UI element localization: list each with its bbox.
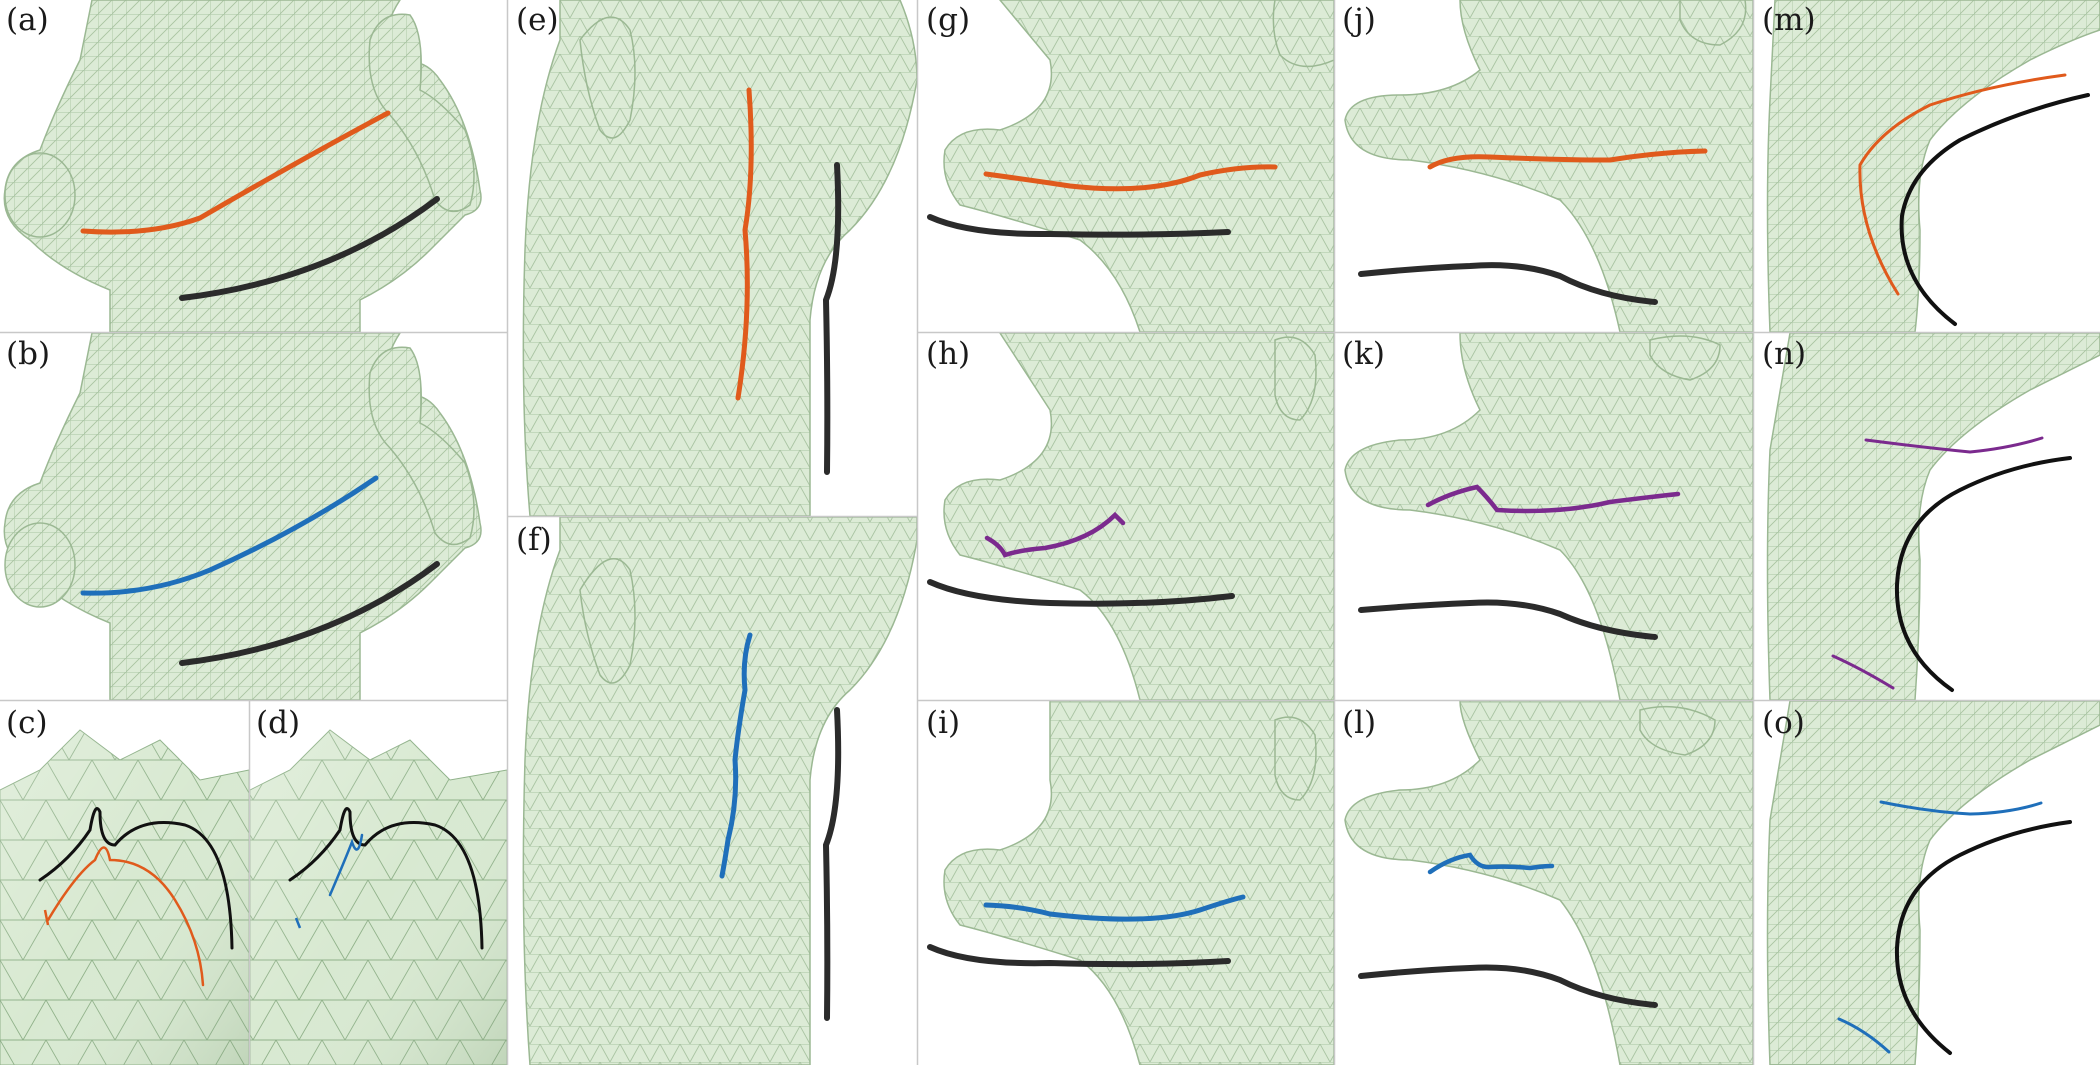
nose-tip bbox=[4, 152, 76, 238]
mesh-surface bbox=[1766, 701, 2100, 1065]
input-stroke bbox=[38, 807, 234, 950]
ear-shape bbox=[1679, 0, 1747, 46]
panel-h bbox=[927, 333, 1334, 700]
input-stroke bbox=[1894, 820, 2072, 1055]
input-stroke bbox=[1358, 262, 1658, 305]
panel-n bbox=[1766, 333, 2100, 700]
panel-label-a: (a) bbox=[6, 2, 49, 38]
terrain-shading bbox=[0, 730, 249, 1065]
panel-b bbox=[3, 333, 482, 700]
panel-c bbox=[0, 729, 249, 1065]
mesh-surface bbox=[943, 333, 1334, 700]
mesh-surface bbox=[1766, 0, 2100, 332]
panel-label-l: (l) bbox=[1342, 705, 1376, 741]
input-stroke bbox=[179, 561, 440, 666]
panel-l bbox=[1344, 701, 1753, 1065]
nose-tip bbox=[4, 522, 76, 608]
output-curve-blue bbox=[328, 833, 364, 897]
output-curve-blue bbox=[80, 475, 379, 596]
output-curve-blue-fragment bbox=[1837, 1017, 1891, 1054]
output-curve-orange bbox=[46, 846, 205, 987]
ear-shape bbox=[579, 16, 636, 139]
panel-g bbox=[927, 0, 1334, 332]
output-curve-blue bbox=[719, 632, 753, 879]
input-stroke bbox=[927, 944, 1231, 968]
panel-label-h: (h) bbox=[926, 336, 970, 372]
input-stroke bbox=[822, 707, 842, 1021]
input-stroke bbox=[1358, 599, 1658, 640]
mesh-surface bbox=[1344, 333, 1753, 700]
input-stroke bbox=[179, 196, 440, 301]
panel-label-i: (i) bbox=[926, 705, 960, 741]
panel-label-f: (f) bbox=[516, 522, 552, 558]
panel-j bbox=[1344, 0, 1753, 332]
panel-labels: (a) (b) (c) (d) (e) (f) (g) (h) (i) (j) … bbox=[6, 2, 1816, 741]
panel-f bbox=[522, 517, 917, 1065]
ear-shape bbox=[579, 558, 636, 684]
output-curve-purple bbox=[984, 511, 1126, 558]
output-curve-blue bbox=[1879, 800, 2043, 816]
panel-k bbox=[1344, 333, 1753, 700]
output-curve-orange-fragment bbox=[43, 909, 50, 926]
mesh-surface bbox=[943, 0, 1334, 332]
ear-shape bbox=[368, 346, 475, 546]
output-curve-purple-fragment bbox=[1831, 654, 1895, 690]
input-stroke bbox=[927, 579, 1235, 607]
output-curve-orange bbox=[983, 164, 1278, 192]
panel-label-j: (j) bbox=[1342, 2, 1376, 38]
panel-i bbox=[927, 701, 1334, 1065]
input-stroke bbox=[288, 807, 484, 950]
ear-shape bbox=[1274, 336, 1317, 421]
panel-label-m: (m) bbox=[1762, 2, 1816, 38]
panel-label-g: (g) bbox=[926, 2, 970, 38]
output-curve-orange bbox=[1427, 148, 1708, 170]
output-curve-blue bbox=[1427, 852, 1555, 875]
terrain-shading bbox=[250, 730, 507, 1065]
panel-d bbox=[250, 729, 507, 1065]
panel-label-e: (e) bbox=[516, 2, 559, 38]
panel-o bbox=[1766, 701, 2100, 1065]
output-curve-blue bbox=[983, 894, 1246, 922]
panel-label-k: (k) bbox=[1342, 336, 1385, 372]
input-stroke bbox=[927, 214, 1231, 238]
ear-shape bbox=[1649, 335, 1721, 381]
panel-label-b: (b) bbox=[6, 336, 50, 372]
panel-label-n: (n) bbox=[1762, 336, 1806, 372]
input-stroke bbox=[1894, 456, 2072, 692]
output-curve-blue-fragment bbox=[294, 917, 302, 929]
panel-label-c: (c) bbox=[6, 705, 48, 741]
input-stroke bbox=[1899, 93, 2090, 326]
ear-shape bbox=[1274, 716, 1317, 801]
mesh-surface bbox=[1344, 701, 1753, 1065]
mesh-surface bbox=[943, 701, 1334, 1065]
mesh-surface bbox=[1344, 0, 1753, 332]
input-stroke bbox=[822, 162, 842, 475]
output-curve-purple bbox=[1425, 484, 1681, 514]
mesh-surface bbox=[1766, 333, 2100, 700]
panel-a bbox=[3, 0, 482, 332]
ear-shape bbox=[1639, 705, 1716, 756]
panel-m bbox=[1766, 0, 2100, 332]
output-curve-purple bbox=[1864, 436, 2044, 454]
panel-e bbox=[522, 0, 917, 516]
output-curve-orange bbox=[735, 87, 754, 401]
output-curve-orange bbox=[80, 110, 391, 235]
output-curve-orange bbox=[1858, 73, 2067, 296]
ear-shape bbox=[1272, 0, 1334, 68]
panel-label-o: (o) bbox=[1762, 705, 1805, 741]
ear-shape bbox=[368, 13, 475, 213]
panel-label-d: (d) bbox=[256, 705, 300, 741]
input-stroke bbox=[1358, 964, 1658, 1008]
